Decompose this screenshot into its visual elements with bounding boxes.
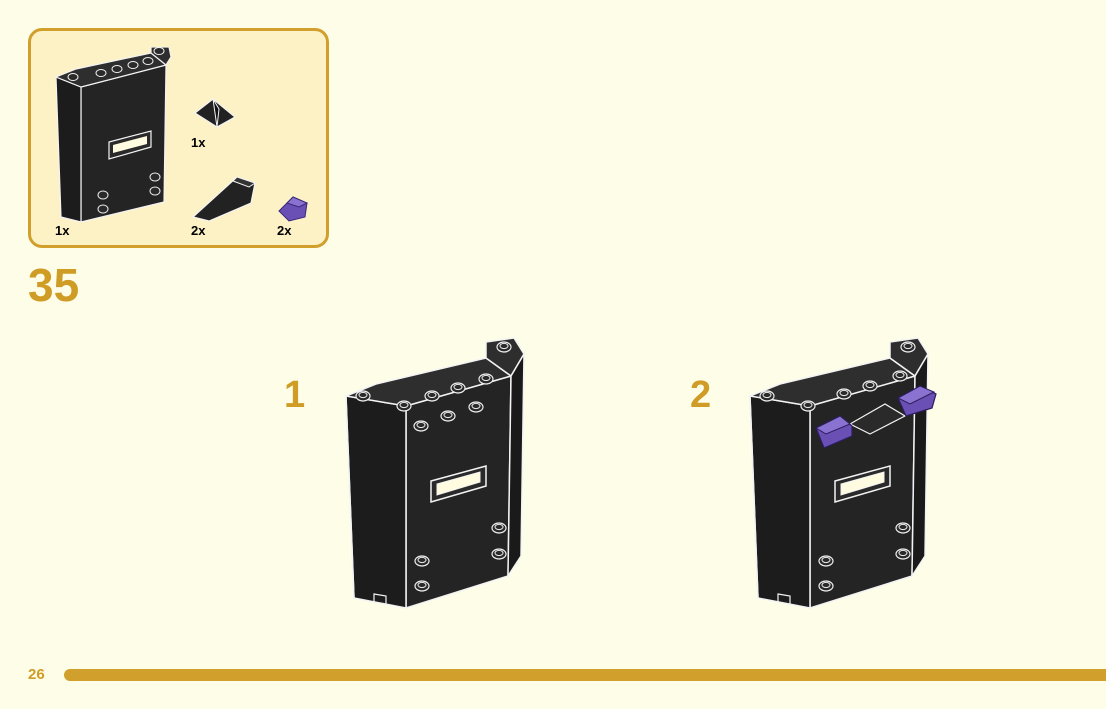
part-qty-long-slope: 2x: [191, 223, 206, 238]
substep-label-2: 2: [690, 374, 712, 416]
step-number: 35: [28, 259, 80, 311]
slope-cheese-icon: [193, 98, 237, 128]
page-number: 26: [28, 666, 45, 683]
slope-long-icon: [191, 176, 257, 222]
part-qty-panel: 1x: [55, 223, 70, 238]
slope-small-purple-icon: [278, 196, 309, 222]
added-slope-purple-left: [814, 415, 853, 449]
parts-callout: 1x 1x 2x 2x: [28, 28, 329, 248]
substep-label-1: 1: [284, 374, 306, 416]
panel-wall-icon: [54, 47, 172, 222]
part-qty-cheese: 1x: [191, 135, 206, 150]
model-wall-step-1: [345, 337, 525, 609]
footer-bar: [64, 669, 1106, 681]
added-slope-purple-right: [896, 385, 937, 417]
part-qty-purple-slope: 2x: [277, 223, 292, 238]
added-slope-black: [848, 403, 907, 435]
model-wall-step-2: [749, 337, 937, 609]
